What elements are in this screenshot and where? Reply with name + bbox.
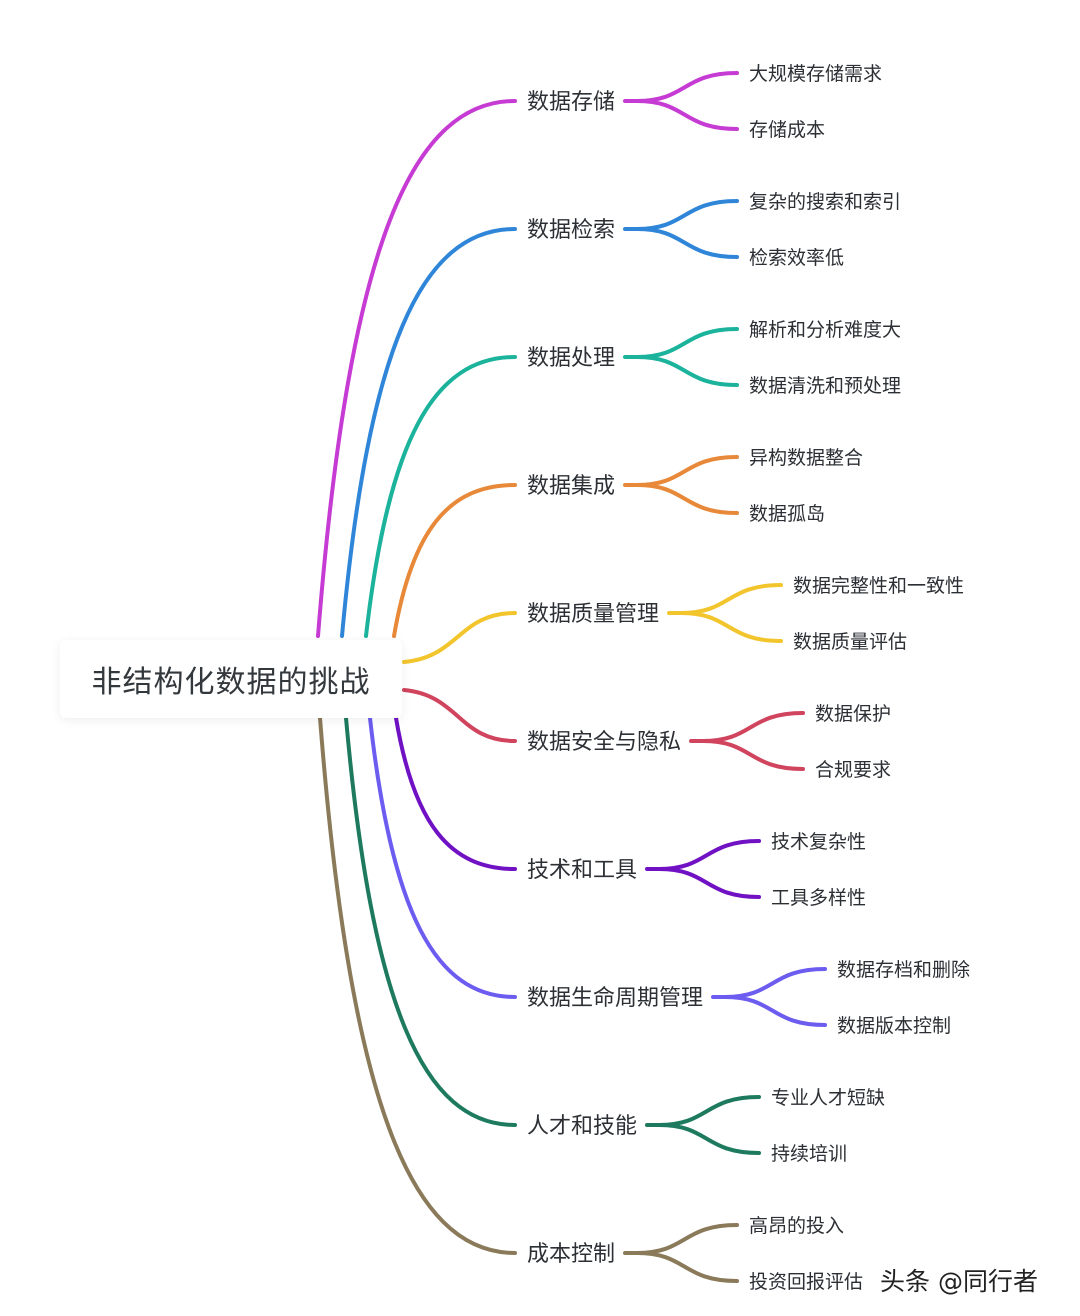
leaf-node-label[interactable]: 数据保护 (815, 703, 891, 725)
leaf-node-label[interactable]: 合规要求 (815, 759, 891, 781)
leaf-connector (723, 995, 828, 1027)
branch-node-label[interactable]: 人才和技能 (527, 1114, 637, 1139)
branch-connector (318, 716, 517, 1255)
leaf-node-label[interactable]: 投资回报评估 (749, 1271, 863, 1293)
leaf-node-label[interactable]: 异构数据整合 (749, 447, 863, 469)
branch-connector (340, 227, 517, 638)
leaf-connector (635, 327, 740, 359)
leaf-connector (635, 483, 740, 515)
leaf-connector (635, 1223, 740, 1255)
branch-node-label[interactable]: 数据存储 (527, 90, 615, 115)
branch-node-label[interactable]: 技术和工具 (527, 858, 637, 883)
leaf-node-label[interactable]: 高昂的投入 (749, 1215, 844, 1237)
leaf-node-label[interactable]: 专业人才短缺 (771, 1087, 885, 1109)
branch-connector (368, 716, 517, 999)
leaf-node-label[interactable]: 解析和分析难度大 (749, 319, 901, 341)
branch-connector (402, 611, 517, 664)
leaf-connector (657, 1095, 762, 1127)
branch-connector (392, 483, 517, 638)
branch-node-label[interactable]: 数据生命周期管理 (527, 986, 703, 1011)
leaf-node-label[interactable]: 检索效率低 (749, 247, 844, 269)
leaf-node-label[interactable]: 数据完整性和一致性 (793, 575, 964, 597)
branch-node-label[interactable]: 数据处理 (527, 346, 615, 371)
leaf-node-label[interactable]: 持续培训 (771, 1143, 847, 1165)
leaf-node-label[interactable]: 存储成本 (749, 119, 825, 141)
leaf-node-label[interactable]: 数据质量评估 (793, 631, 907, 653)
leaf-connector (657, 867, 762, 899)
leaf-node-label[interactable]: 数据版本控制 (837, 1015, 951, 1037)
leaf-connector (657, 1123, 762, 1155)
leaf-connector (635, 71, 740, 103)
branch-node-label[interactable]: 数据集成 (527, 474, 615, 499)
leaf-connector (635, 1251, 740, 1283)
leaf-connector (635, 199, 740, 231)
root-label: 非结构化数据的挑战 (91, 665, 371, 700)
branch-connector (344, 716, 517, 1127)
leaf-connector (635, 227, 740, 259)
leaf-node-label[interactable]: 复杂的搜索和索引 (749, 191, 901, 213)
branch-connector (402, 688, 517, 743)
leaf-node-label[interactable]: 技术复杂性 (771, 831, 866, 853)
leaf-connector (657, 839, 762, 871)
leaf-connector (723, 967, 828, 999)
leaf-connector (635, 455, 740, 487)
leaf-node-label[interactable]: 工具多样性 (771, 887, 866, 909)
branch-node-label[interactable]: 成本控制 (527, 1242, 615, 1267)
branch-node-label[interactable]: 数据安全与隐私 (527, 730, 681, 755)
leaf-connector (635, 99, 740, 131)
leaf-connector (635, 355, 740, 387)
branch-connector (364, 355, 517, 638)
leaf-node-label[interactable]: 数据清洗和预处理 (749, 375, 901, 397)
root-node[interactable]: 非结构化数据的挑战 (60, 640, 402, 718)
branch-node-label[interactable]: 数据质量管理 (527, 602, 659, 627)
leaf-node-label[interactable]: 大规模存储需求 (749, 63, 882, 85)
leaf-connector (679, 583, 784, 615)
leaf-connector (679, 611, 784, 643)
leaf-connector (701, 711, 806, 743)
branch-connector (394, 716, 517, 871)
leaf-node-label[interactable]: 数据孤岛 (749, 503, 825, 525)
leaf-connector (701, 739, 806, 771)
branch-node-label[interactable]: 数据检索 (527, 218, 615, 243)
leaf-node-label[interactable]: 数据存档和删除 (837, 959, 970, 981)
branch-connector (316, 99, 517, 638)
watermark: 头条 @同行者 (880, 1267, 1038, 1296)
